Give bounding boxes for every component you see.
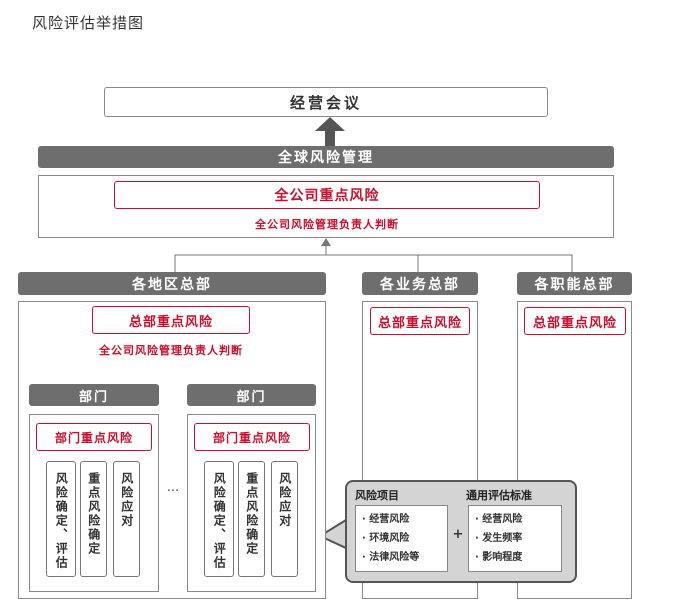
dept-left-risk-label: 部门重点风险 [54,430,133,445]
dept-header-right: 部门 [187,384,316,406]
dept-right-risk-box: 部门重点风险 [194,423,310,451]
up-arrow-large [315,117,345,146]
dept-left-label: 部门 [78,389,109,405]
region-header-area: 各地区总部 [18,272,326,295]
dept-left-col-response: 风险应对 [113,461,140,577]
meeting-label: 经营会议 [289,93,362,112]
region-header-function: 各职能总部 [517,272,632,295]
plus-sign: + [452,527,464,542]
criteria-right-item: · 经营风险 [475,514,523,525]
ellipsis: ··· [166,484,180,499]
business-hq-risk-label: 总部重点风险 [377,315,462,331]
criteria-right-item: · 影响程度 [475,552,523,563]
dept-right-col-response-text: 风险应对 [277,472,292,528]
business-hq-risk-box: 总部重点风险 [370,307,470,335]
criteria-left-item: · 经营风险 [362,514,410,525]
dept-header-left: 部门 [29,384,159,406]
area-hq-risk-label: 总部重点风险 [128,314,213,330]
function-hq-risk-box: 总部重点风险 [524,307,626,335]
criteria-left-title: 风险项目 [355,489,399,502]
dept-left-col-key: 重点风险确定 [80,461,107,577]
global-risk-label: 全球风险管理 [278,150,374,166]
dept-right-col-key-text: 重点风险确定 [244,472,259,556]
dept-left-col-key-text: 重点风险确定 [86,472,101,556]
dept-right-risk-label: 部门重点风险 [212,430,291,445]
area-judge-text: 全公司风险管理负责人判断 [99,344,243,357]
dept-left-risk-box: 部门重点风险 [36,423,152,451]
criteria-right-list: · 经营风险 · 发生频率 · 影响程度 [468,505,562,572]
page-title: 风险评估举措图 [32,14,145,32]
criteria-left-item: · 法律风险等 [362,552,420,563]
function-hq-risk-label: 总部重点风险 [532,315,617,331]
region-function-label: 各职能总部 [534,276,615,293]
region-business-label: 各业务总部 [380,276,460,293]
region-header-business: 各业务总部 [362,272,478,295]
region-area-label: 各地区总部 [132,276,212,293]
criteria-right-item: · 发生频率 [475,533,523,544]
company-key-risk-box: 全公司重点风险 [114,181,540,209]
region-connector [174,254,573,272]
meeting-box: 经营会议 [104,87,548,117]
dept-right-col-response: 风险应对 [271,461,298,577]
dept-right-col-identify: 风险确定、评估 [204,461,234,577]
dept-right-col-key: 重点风险确定 [238,461,265,577]
company-judge-text: 全公司风险管理负责人判断 [255,218,399,231]
company-key-risk-label: 全公司重点风险 [274,188,380,204]
criteria-left-list: · 经营风险 · 环境风险 · 法律风险等 [355,505,448,572]
global-risk-bar: 全球风险管理 [38,146,614,168]
criteria-right-title: 通用评估标准 [466,489,532,502]
dept-left-col-identify: 风险确定、评估 [46,461,76,577]
area-hq-risk-box: 总部重点风险 [92,306,250,334]
up-arrow-small [321,238,331,246]
dept-left-col-response-text: 风险应对 [119,472,134,528]
criteria-left-item: · 环境风险 [362,533,410,544]
dept-right-col-identify-text: 风险确定、评估 [212,472,227,570]
dept-right-label: 部门 [236,389,267,405]
dept-left-col-identify-text: 风险确定、评估 [54,472,69,570]
